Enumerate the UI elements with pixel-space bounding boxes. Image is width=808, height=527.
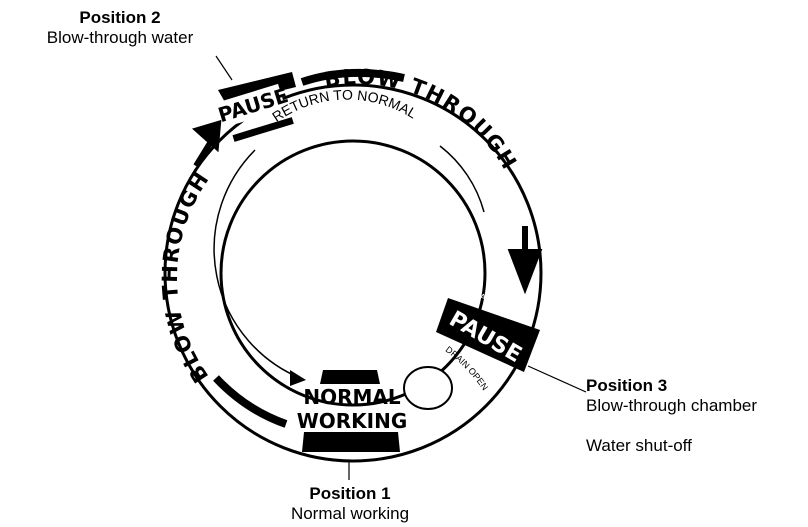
- return-arrow-head: [290, 370, 306, 386]
- pause-top-underline: [232, 117, 294, 142]
- pause-right-wedge: [436, 298, 540, 372]
- pause-top-wedge: [218, 72, 296, 104]
- normal-label: NORMAL: [303, 385, 401, 409]
- normal-working-top-wedge: [320, 370, 380, 384]
- position-3-pointer: [527, 365, 587, 393]
- position-3-extra: Water shut-off: [586, 436, 692, 455]
- blow-through-left-bar: [213, 375, 288, 428]
- position-3-title: Position 3: [586, 376, 668, 395]
- blow-through-top-bar: [300, 68, 405, 86]
- return-arc-right: [439, 145, 485, 213]
- normal-working-wedge: [302, 432, 400, 452]
- position-1-desc: Normal working: [290, 504, 410, 523]
- return-arc-left: [213, 149, 301, 379]
- dial-inner-ring: [219, 139, 487, 407]
- position-3-desc: Blow-through chamber: [586, 396, 758, 415]
- pause-top-label-box: [220, 83, 286, 127]
- drain-hole: [403, 366, 453, 410]
- position-1-title: Position 1: [309, 484, 391, 503]
- position-2-title: Position 2: [79, 8, 161, 27]
- working-label: WORKING: [297, 409, 408, 433]
- blow-through-left-arrow: [191, 119, 222, 168]
- position-2-pointer: [215, 55, 233, 81]
- position-3-callout: Position 3 Blow-through chamber Water sh…: [586, 376, 806, 456]
- position-2-callout: Position 2 Blow-through water: [0, 8, 240, 48]
- position-2-desc: Blow-through water: [46, 28, 194, 47]
- position-1-callout: Position 1 Normal working: [250, 484, 450, 524]
- blow-through-right-arrow: [507, 226, 543, 295]
